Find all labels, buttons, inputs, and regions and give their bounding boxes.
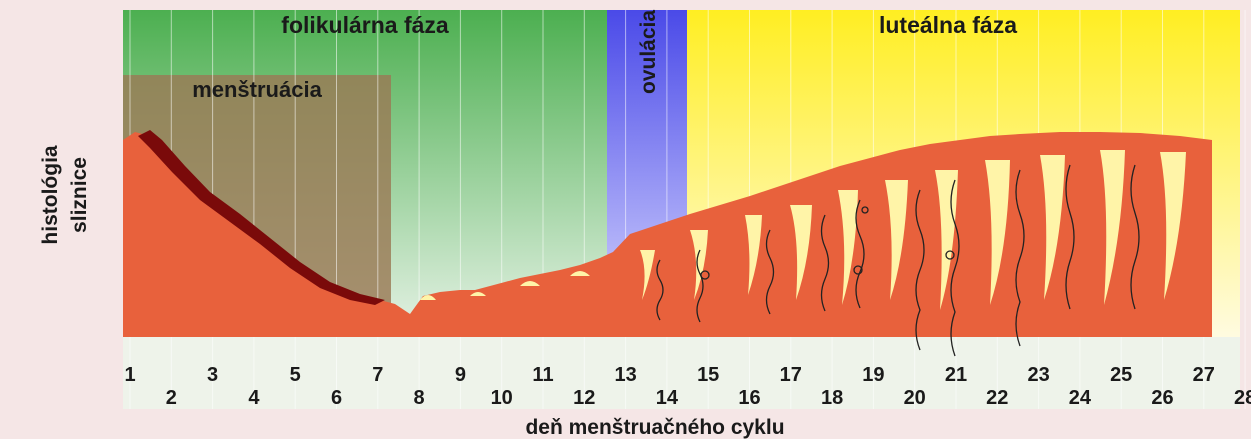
day-label: 23	[1027, 364, 1049, 386]
day-label: 15	[697, 364, 719, 386]
day-label: 25	[1110, 364, 1132, 386]
glands	[656, 164, 1140, 357]
gland-gaps	[420, 150, 1186, 310]
day-label: 19	[862, 364, 884, 386]
ovulation-phase-label: ovulácia	[637, 10, 660, 94]
day-label: 17	[780, 364, 802, 386]
y-axis-label-line2: sliznice	[68, 157, 91, 233]
day-label: 20	[904, 387, 926, 409]
day-label: 1	[124, 364, 135, 386]
day-label: 5	[290, 364, 301, 386]
menstrual-shedding-edge	[138, 130, 385, 305]
day-label: 10	[491, 387, 513, 409]
day-label: 4	[248, 387, 260, 409]
y-axis-label: histológia sliznice	[39, 145, 91, 244]
day-label: 12	[573, 387, 595, 409]
day-label: 14	[656, 387, 679, 409]
day-label: 13	[614, 364, 636, 386]
day-label: 7	[372, 364, 383, 386]
y-axis-label-line1: histológia	[39, 145, 62, 244]
day-label: 3	[207, 364, 218, 386]
day-label: 9	[455, 364, 466, 386]
day-label: 27	[1193, 364, 1215, 386]
day-label: 8	[414, 387, 425, 409]
follicular-phase-label: folikulárna fáza	[281, 12, 449, 38]
menstruation-phase-label: menštruácia	[192, 77, 322, 102]
day-label: 11	[532, 364, 553, 386]
day-label: 6	[331, 387, 342, 409]
day-label: 21	[945, 364, 967, 386]
day-axis-band	[123, 337, 1240, 409]
day-label: 24	[1069, 387, 1092, 409]
day-label: 28	[1234, 387, 1251, 409]
day-label: 2	[166, 387, 177, 409]
x-axis-label: deň menštruačného cyklu	[525, 416, 784, 439]
day-label: 26	[1151, 387, 1173, 409]
day-label: 16	[738, 387, 760, 409]
day-label: 22	[986, 387, 1008, 409]
day-label: 18	[821, 387, 843, 409]
luteal-phase-label: luteálna fáza	[879, 12, 1017, 38]
